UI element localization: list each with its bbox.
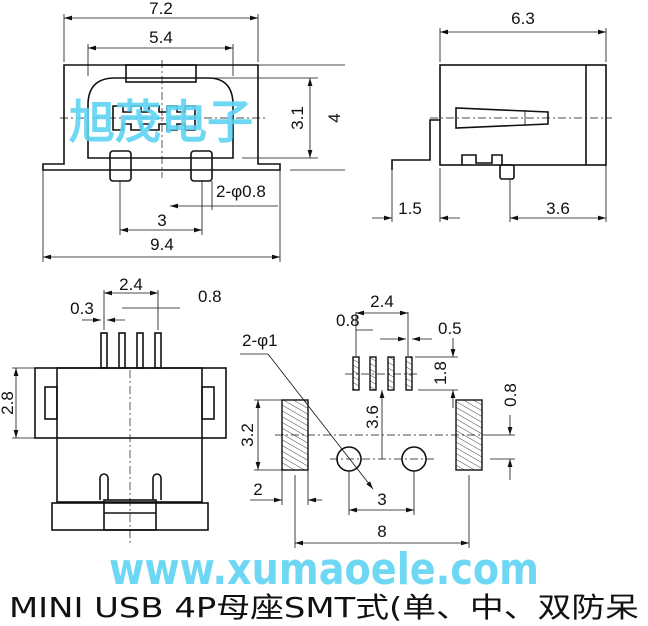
dim-mount-pad-height: 3.2 — [238, 423, 257, 447]
dim-pin-span: 2.4 — [119, 275, 143, 294]
dim-flange-height: 2.8 — [0, 391, 17, 415]
watermark-company: 旭茂电子 — [69, 95, 253, 149]
dim-width-outer: 7.2 — [149, 0, 173, 18]
dim-peg-holes: 2-φ0.8 — [216, 182, 266, 201]
dim-pad-pitch-span: 2.4 — [370, 292, 394, 311]
dim-pad-to-hole: 3.6 — [363, 405, 382, 429]
dim-holes: 2-φ1 — [242, 331, 278, 350]
dim-height-inner: 3.1 — [288, 106, 307, 130]
drawing-title: MINI USB 4P母座SMT式(单、中、双防呆 — [9, 591, 639, 624]
watermark-url: www.xumaoele.com — [109, 544, 539, 595]
dim-hole-pitch: 3 — [377, 490, 386, 509]
dim-pin-offset: 1.5 — [398, 199, 422, 218]
side-view: 6.3 1.5 3.6 — [372, 9, 612, 222]
pcb-footprint: 3.2 2 3 8 2-φ1 2.4 0.8 0.5 1.8 3.6 0.8 — [238, 292, 520, 548]
front-view: 7.2 5.4 3.1 4 2-φ0.8 3 9.4 — [42, 0, 345, 262]
dim-peg-pitch: 3 — [157, 211, 166, 230]
bottom-view: 2.4 0.8 0.3 2.8 — [0, 275, 227, 545]
dim-depth: 6.3 — [511, 9, 535, 28]
dim-mount-pad-span: 8 — [377, 522, 386, 541]
dim-height-outer: 4 — [325, 113, 344, 122]
dim-pad-pitch: 0.8 — [336, 311, 360, 330]
dim-hole-offset: 0.8 — [501, 383, 520, 407]
dim-pin-pitch: 0.8 — [198, 287, 222, 306]
dim-mount-pad-width: 2 — [253, 480, 262, 499]
dim-width-inner: 5.4 — [149, 28, 173, 47]
dim-pad-width: 0.5 — [438, 319, 462, 338]
dim-pin-to-back: 3.6 — [546, 199, 570, 218]
dim-pin-width: 0.3 — [70, 299, 94, 318]
dim-pad-length: 1.8 — [431, 361, 450, 385]
dim-flange-width: 9.4 — [150, 235, 174, 254]
